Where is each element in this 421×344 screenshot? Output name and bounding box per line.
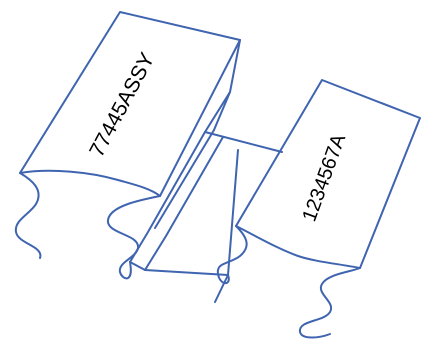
right-tag: 1234567A — [216, 79, 421, 339]
connector-strip-top-edge — [204, 131, 283, 153]
left-tag-wavy-left — [14, 172, 42, 259]
left-tag: 77445ASSY — [14, 11, 241, 280]
left-tag-wavy-right — [107, 195, 161, 280]
connector-strip-left-fold — [129, 91, 231, 263]
right-tag-label: 1234567A — [298, 131, 350, 225]
connector-strip-right-edge — [214, 149, 239, 303]
left-tag-side-panel — [213, 39, 241, 131]
connector-strip-inner-crease — [154, 129, 215, 229]
left-tag-label: 77445ASSY — [85, 49, 159, 161]
right-tag-wavy-right — [299, 267, 361, 339]
right-tag-wavy-left — [216, 225, 248, 285]
connector-strip-bottom-edge — [129, 261, 229, 276]
connector-strip-right-fold — [144, 136, 224, 271]
